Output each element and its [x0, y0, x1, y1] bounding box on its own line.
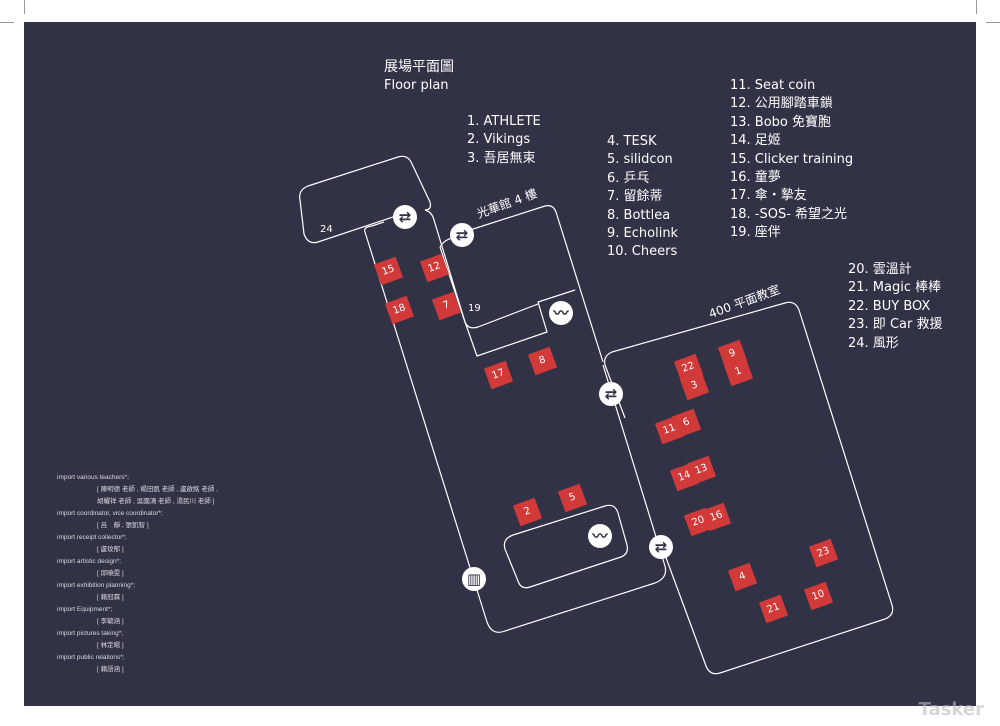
credit-names: [ 呂 靜 , 張凱智 ] [97, 522, 149, 529]
legend-item: 22. BUY BOX [848, 298, 931, 314]
crop-mark [0, 22, 14, 23]
map-subtitle: Floor plan [384, 78, 449, 93]
credit-names: [ 盧玟郁 ] [97, 546, 124, 553]
credits: import various teachers*; [ 陳明德 老師 , 楊田凱 … [57, 472, 218, 676]
legend-item: 13. Bobo 免寶胞 [730, 114, 832, 130]
transfer-icon: ⇄ [393, 205, 417, 229]
legend-item: 4. TESK [607, 134, 657, 149]
legend-item: 1. ATHLETE [467, 114, 541, 129]
credit-role: import artistic design*; [57, 558, 121, 565]
credit-role: import public relations*; [57, 654, 125, 661]
legend-col4: 20. 雲溫計 21. Magic 棒棒 22. BUY BOX 23. 即 C… [848, 261, 942, 353]
legend-item: 19. 座伴 [730, 225, 781, 241]
legend-item: 21. Magic 棒棒 [848, 280, 942, 296]
credit-role: import Equipment*; [57, 606, 113, 613]
credit-names: 胡耀祥 老師 , 吳國鴻 老師 , 湯民川 老師 ] [97, 498, 215, 505]
transfer-icon: ⇄ [450, 223, 474, 247]
legend-item: 18. -SOS- 希望之光 [730, 206, 848, 222]
credit-role: import receipt collector*; [57, 534, 127, 541]
hall-room-left [439, 246, 539, 329]
legend-item: 6. 乒乓 [607, 170, 650, 186]
credit-names: [ 邱曉雯 ] [97, 570, 124, 577]
crop-mark [976, 0, 977, 14]
room-19-label: 19 [468, 303, 481, 314]
credit-role: import various teachers*; [57, 474, 129, 481]
credit-role: import pictures taking*; [57, 630, 124, 637]
crop-mark [986, 22, 1000, 23]
legend-item: 2. Vikings [467, 132, 531, 148]
stairs-icon: 〰 [549, 301, 573, 325]
crop-mark [24, 0, 25, 14]
legend-col2: 4. TESK 5. silidcon 6. 乒乓 7. 留餘蒂 8. Bott… [607, 133, 678, 262]
legend-item: 14. 足姬 [730, 133, 781, 149]
inner-room-outline [503, 504, 628, 589]
credit-names: [ 林定暘 ] [97, 642, 124, 649]
legend-item: 12. 公用腳踏車鎖 [730, 96, 833, 112]
legend-item: 9. Echolink [607, 225, 679, 241]
exit-icon: ▥ [462, 567, 486, 591]
credit-names: [ 賴語涵 ] [97, 666, 124, 673]
watermark: Tasker [918, 699, 984, 720]
legend-item: 7. 留餘蒂 [607, 189, 663, 205]
legend-item: 5. silidcon [607, 152, 673, 168]
legend-item: 23. 即 Car 救援 [848, 317, 943, 333]
credit-names: [ 賴冠霖 ] [97, 594, 124, 601]
room-24-label: 24 [320, 224, 333, 235]
credit-names: [ 陳明德 老師 , 楊田凱 老師 , 盧啟銘 老師 , [97, 486, 218, 493]
corridor-right-wall [424, 209, 576, 357]
legend-item: 16. 童夢 [730, 169, 781, 185]
credit-role: import exhibition planning*; [57, 582, 136, 589]
stairs-icon: 〰 [588, 524, 612, 548]
legend-item: 8. Bottlea [607, 207, 671, 223]
legend-item: 11. Seat coin [730, 78, 816, 93]
legend-item: 17. 傘・摯友 [730, 188, 807, 204]
credit-role: import coordinator, vice coordinator*; [57, 510, 163, 517]
legend-item: 10. Cheers [607, 244, 678, 260]
transfer-icon: ⇄ [599, 382, 623, 406]
map-title: 展場平面圖 [384, 59, 454, 75]
legend-item: 3. 吾居無束 [467, 150, 536, 166]
transfer-icon: ⇄ [649, 535, 673, 559]
legend-item: 15. Clicker training [730, 151, 854, 167]
credit-names: [ 李毓涵 ] [97, 618, 124, 625]
room-24-outline [299, 155, 432, 244]
corridor-left-wall [364, 221, 667, 633]
legend-item: 24. 風形 [848, 335, 899, 351]
legend-item: 20. 雲溫計 [848, 262, 912, 277]
legend-col3: 11. Seat coin 12. 公用腳踏車鎖 13. Bobo 免寶胞 14… [730, 77, 853, 243]
classroom-outline [604, 301, 894, 675]
legend-col1: 1. ATHLETE 2. Vikings 3. 吾居無束 [467, 113, 541, 168]
